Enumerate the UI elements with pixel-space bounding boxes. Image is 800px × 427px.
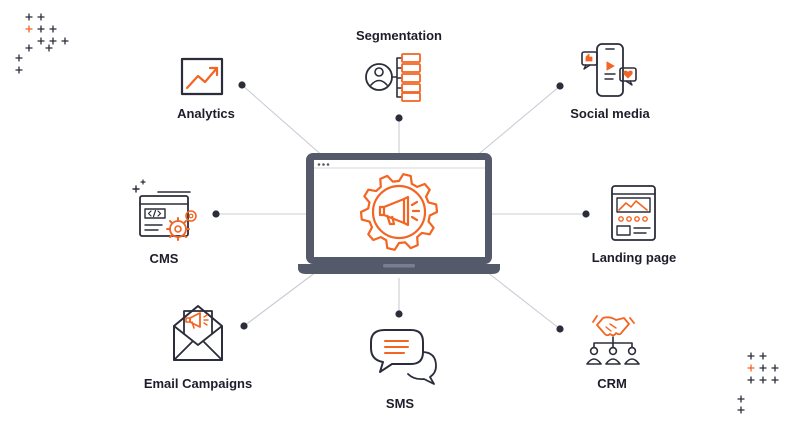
handshake-team-icon: [586, 315, 640, 365]
node-label-email-campaigns: Email Campaigns: [143, 376, 253, 391]
node-label-segmentation: Segmentation: [356, 28, 442, 43]
code-window-gear-icon: [132, 179, 197, 241]
gear-megaphone-laptop-icon: [298, 153, 500, 274]
node-label-landing-page: Landing page: [591, 250, 677, 265]
chat-bubbles-icon: [370, 329, 437, 385]
connector-dots: [212, 81, 590, 333]
envelope-megaphone-icon: [173, 305, 223, 361]
node-label-sms: SMS: [385, 396, 415, 411]
node-label-cms: CMS: [149, 251, 179, 266]
node-label-analytics: Analytics: [177, 106, 235, 121]
smartphone-social-icon: [581, 43, 637, 97]
decorative-plus-cluster-bottom-right: [737, 352, 779, 414]
webpage-layout-icon: [611, 185, 656, 241]
decorative-plus-cluster-top-left: [15, 13, 69, 74]
segmentation-icon: [365, 53, 421, 102]
trend-chart-icon: [180, 57, 224, 96]
node-label-crm: CRM: [597, 376, 627, 391]
node-label-social-media: Social media: [570, 106, 650, 121]
connector-lines: [216, 84, 586, 330]
